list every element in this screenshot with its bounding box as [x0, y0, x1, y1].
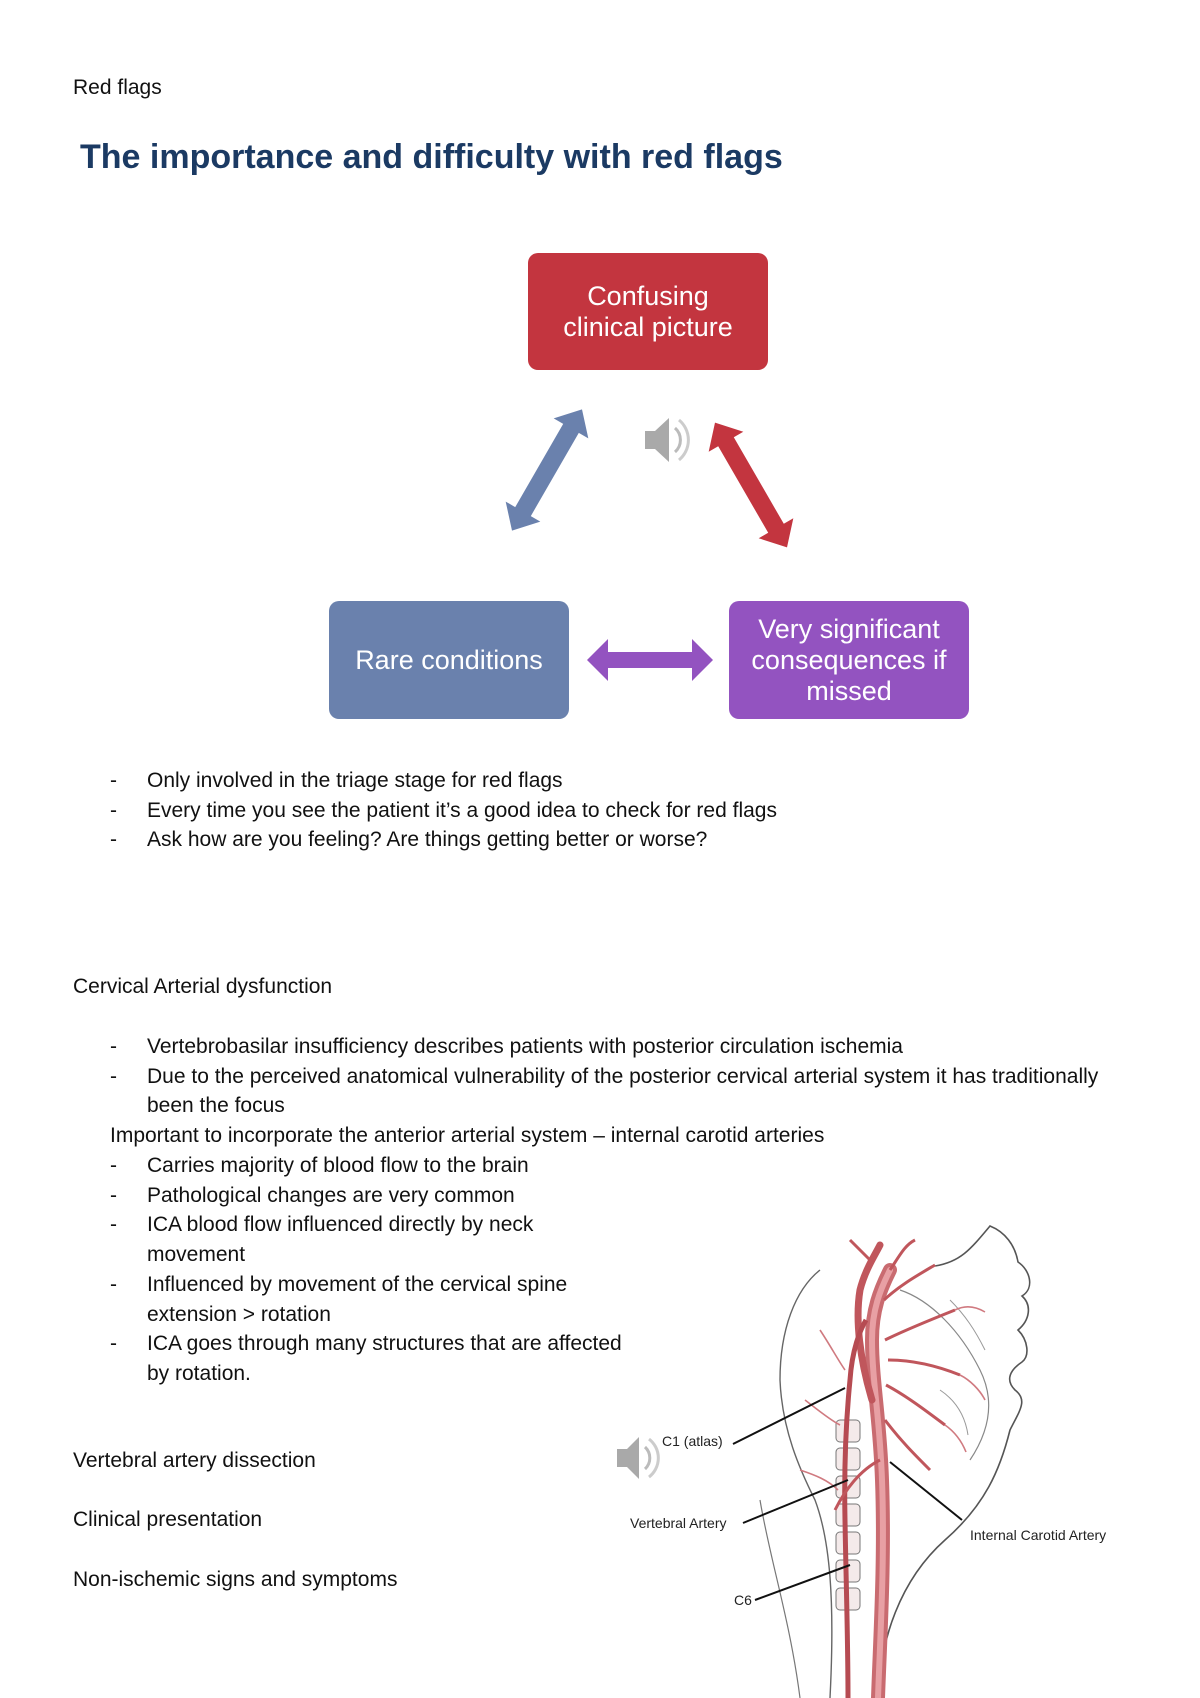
list-item: ICA goes through many structures that ar… — [110, 1329, 635, 1388]
list-item: Influenced by movement of the cervical s… — [110, 1270, 635, 1329]
section-heading: Vertebral artery dissection — [73, 1449, 316, 1472]
purple-double-arrow — [587, 639, 713, 681]
speaker-icon[interactable] — [645, 418, 690, 462]
list-item: Vertebrobasilar insufficiency describes … — [110, 1032, 1110, 1062]
red-double-arrow — [708, 422, 794, 548]
cervical-bullet-list: Vertebrobasilar insufficiency describes … — [110, 1032, 1110, 1121]
speaker-icon[interactable] — [617, 1437, 660, 1479]
section-note: Important to incorporate the anterior ar… — [110, 1124, 825, 1147]
rare-conditions-box: Rare conditions — [329, 601, 569, 719]
list-item: Ask how are you feeling? Are things gett… — [110, 825, 1110, 855]
list-item: ICA blood flow influenced directly by ne… — [110, 1210, 635, 1269]
section-heading: Clinical presentation — [73, 1508, 263, 1531]
box-label: Confusing clinical picture — [563, 280, 733, 342]
anatomy-illustration — [732, 1225, 1031, 1698]
blue-double-arrow — [505, 409, 589, 531]
section-heading: Cervical Arterial dysfunction — [73, 975, 333, 998]
box-label: Very significant consequences if missed — [751, 613, 947, 706]
ica-bullet-list: Carries majority of blood flow to the br… — [110, 1151, 635, 1389]
significant-consequences-box: Very significant consequences if missed — [729, 601, 969, 719]
list-item: Pathological changes are very common — [110, 1181, 635, 1211]
list-item: Every time you see the patient it’s a go… — [110, 796, 1110, 826]
page-header: Red flags — [73, 76, 162, 99]
page-title: The importance and difficulty with red f… — [80, 138, 783, 176]
vertebral-artery-label: Vertebral Artery — [630, 1515, 727, 1531]
c1-label: C1 (atlas) — [662, 1433, 723, 1449]
list-item: Only involved in the triage stage for re… — [110, 766, 1110, 796]
box-label: Rare conditions — [355, 644, 543, 675]
list-item: Carries majority of blood flow to the br… — [110, 1151, 635, 1181]
section-heading: Non-ischemic signs and symptoms — [73, 1568, 398, 1591]
internal-carotid-label: Internal Carotid Artery — [970, 1527, 1107, 1543]
c6-label: C6 — [734, 1592, 752, 1608]
triage-bullet-list: Only involved in the triage stage for re… — [110, 766, 1110, 855]
confusing-clinical-picture-box: Confusing clinical picture — [528, 253, 768, 370]
list-item: Due to the perceived anatomical vulnerab… — [110, 1062, 1110, 1121]
